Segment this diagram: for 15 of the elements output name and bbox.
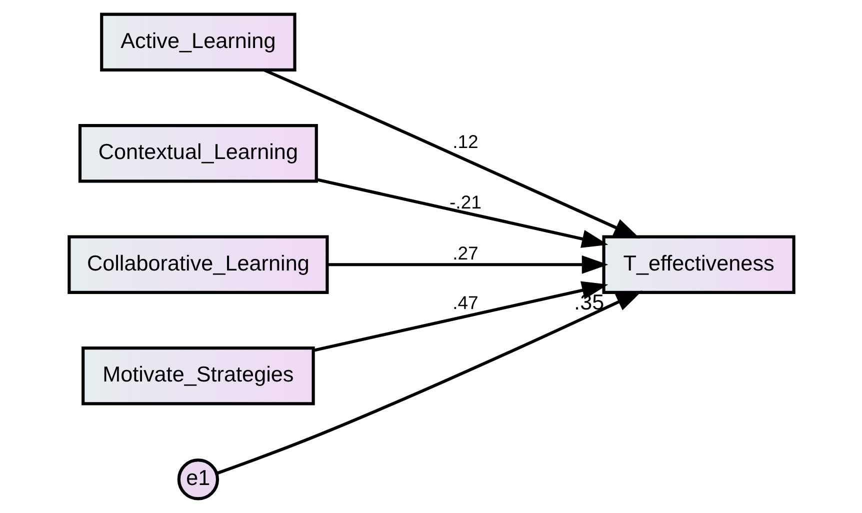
node-box: Contextual_Learning <box>78 124 318 183</box>
node-box: Active_Learning <box>100 12 296 72</box>
arrow <box>316 178 608 248</box>
arrow <box>313 281 608 352</box>
edge-label: -.21 <box>449 191 481 212</box>
edge-label: .27 <box>452 242 478 264</box>
node-box: Collaborative_Learning <box>67 235 328 294</box>
arrow <box>216 290 642 475</box>
edge-label: .47 <box>452 292 478 313</box>
arrow <box>262 68 640 239</box>
node-circle: e1 <box>176 458 219 500</box>
node-box: Motivate_Strategies <box>81 346 314 406</box>
edge-label: .12 <box>452 131 478 152</box>
arrow <box>326 255 608 274</box>
node-box: T_effectiveness <box>602 235 795 294</box>
